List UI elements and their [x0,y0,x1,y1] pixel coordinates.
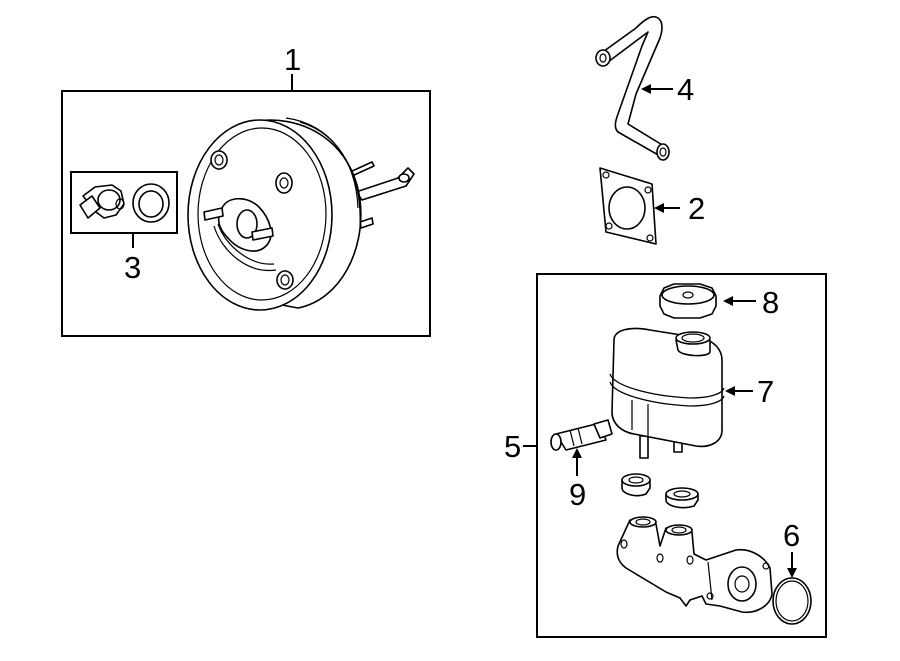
check-valve-and-grommet-icon[interactable] [70,171,178,234]
booster-box [61,90,431,337]
booster-group: 1 3 [61,42,431,337]
arrow-6 [787,568,797,578]
o-ring-icon[interactable] [772,577,812,625]
arrow-7 [725,386,735,396]
master-cylinder-assembly-icon[interactable] [616,516,773,614]
callout-4[interactable]: 4 [677,72,694,107]
callout-6[interactable]: 6 [783,518,800,553]
callout-5[interactable]: 5 [504,429,521,464]
callout-3[interactable]: 3 [124,250,141,285]
master-cylinder-box [536,273,827,638]
arrow-2 [654,203,664,213]
arrow-8 [723,296,733,306]
reservoir-grommets [621,473,699,509]
brake-booster-icon[interactable] [187,117,415,311]
check-valve-box [70,171,178,234]
reservoir-cap-icon[interactable] [659,283,717,319]
arrow-4 [641,84,651,94]
callout-9[interactable]: 9 [569,477,586,512]
fluid-reservoir-icon[interactable] [609,327,725,459]
callout-1[interactable]: 1 [284,42,301,77]
fluid-level-sensor-icon[interactable] [550,419,613,451]
callout-2[interactable]: 2 [688,191,705,226]
vacuum-hose-icon[interactable] [595,15,670,161]
gasket-icon[interactable] [599,167,657,245]
arrow-9 [572,448,582,458]
callout-8[interactable]: 8 [762,285,779,320]
master-cylinder-group: 5 8 7 [504,273,827,638]
callout-7[interactable]: 7 [757,374,774,409]
